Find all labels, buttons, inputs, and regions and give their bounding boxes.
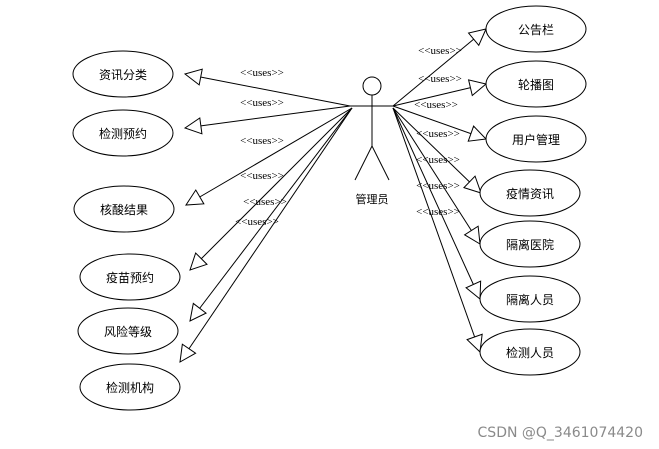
right-association-line bbox=[392, 28, 487, 107]
right-use-case-ellipse bbox=[479, 169, 581, 217]
left-use-case-label: 检测预约 bbox=[99, 126, 147, 141]
right-use-case: 隔离人员 bbox=[479, 275, 581, 323]
left-arrow-head bbox=[189, 302, 208, 322]
left-use-case-ellipse bbox=[79, 253, 181, 301]
right-use-case-ellipse bbox=[479, 328, 581, 376]
right-use-case-label: 疫情资讯 bbox=[506, 186, 554, 201]
left-use-case-ellipse bbox=[72, 109, 174, 157]
right-association-line bbox=[392, 107, 481, 245]
left-use-case-label: 检测机构 bbox=[106, 380, 154, 395]
right-association-line bbox=[392, 107, 482, 194]
right-arrow-head bbox=[467, 125, 488, 142]
left-use-case: 检测预约 bbox=[72, 109, 174, 157]
actor-leg-right bbox=[371, 145, 390, 181]
left-uses-label: <<uses>> bbox=[240, 67, 284, 79]
actor: 管理员 bbox=[350, 76, 395, 206]
left-use-case-ellipse bbox=[72, 50, 174, 98]
actor-label: 管理员 bbox=[356, 192, 389, 206]
left-use-case: 风险等级 bbox=[77, 307, 179, 355]
left-arrow-head bbox=[183, 68, 203, 86]
left-association-line bbox=[185, 107, 353, 206]
right-use-case-ellipse bbox=[479, 220, 581, 268]
right-uses-label: <<uses>> bbox=[416, 128, 460, 140]
right-uses-label: <<uses>> bbox=[418, 73, 462, 85]
left-arrow-head bbox=[179, 343, 197, 363]
left-use-case-ellipse bbox=[79, 363, 181, 411]
left-use-case-ellipse bbox=[73, 185, 175, 233]
associations: <<uses>> <<uses>> <<uses>> <<uses>> <<uses>>… bbox=[179, 28, 488, 363]
right-use-case-label: 用户管理 bbox=[512, 132, 560, 147]
right-use-case: 隔离医院 bbox=[479, 220, 581, 268]
left-use-case: 资讯分类 bbox=[72, 50, 174, 98]
right-use-case-ellipse bbox=[485, 60, 587, 108]
left-association-line bbox=[184, 73, 351, 107]
left-association-line bbox=[189, 107, 353, 322]
actor-head bbox=[362, 76, 382, 96]
right-use-case: 用户管理 bbox=[485, 115, 587, 163]
left-uses-label: <<uses>> bbox=[235, 216, 279, 228]
right-arrow-head bbox=[467, 79, 488, 97]
right-use-case-label: 隔离医院 bbox=[506, 237, 554, 252]
right-use-case: 轮播图 bbox=[485, 60, 587, 108]
left-association-line bbox=[179, 107, 353, 363]
right-use-case-ellipse bbox=[479, 275, 581, 323]
left-use-case-label: 核酸结果 bbox=[100, 202, 148, 217]
left-arrow-head bbox=[183, 117, 203, 135]
left-use-case-label: 风险等级 bbox=[104, 324, 152, 339]
right-uses-label: <<uses>> bbox=[414, 99, 458, 111]
right-association-line bbox=[392, 107, 481, 300]
right-arrow-head bbox=[463, 175, 482, 194]
right-use-case-label: 公告栏 bbox=[518, 22, 554, 37]
right-arrow-head bbox=[466, 333, 483, 354]
right-use-case-label: 检测人员 bbox=[506, 345, 554, 360]
left-use-case-ellipse bbox=[77, 307, 179, 355]
left-use-case: 核酸结果 bbox=[73, 185, 175, 233]
right-use-case: 检测人员 bbox=[479, 328, 581, 376]
watermark: CSDN @Q_3461074420 bbox=[478, 425, 643, 441]
left-uses-label: <<uses>> bbox=[243, 196, 287, 208]
right-uses-label: <<uses>> bbox=[418, 45, 462, 57]
right-uses-label: <<uses>> bbox=[416, 154, 460, 166]
left-association-line bbox=[184, 105, 351, 129]
right-uses-label: <<uses>> bbox=[416, 206, 460, 218]
right-association-line bbox=[392, 107, 481, 353]
right-use-case: 疫情资讯 bbox=[479, 169, 581, 217]
left-uses-label: <<uses>> bbox=[240, 170, 284, 182]
left-use-case: 检测机构 bbox=[79, 363, 181, 411]
right-use-case-label: 隔离人员 bbox=[506, 292, 554, 307]
right-use-case-ellipse bbox=[485, 5, 587, 53]
left-arrow-head bbox=[189, 252, 208, 271]
left-use-case-label: 疫苗预约 bbox=[106, 270, 154, 285]
left-uses-label: <<uses>> bbox=[240, 135, 284, 147]
right-arrow-head bbox=[467, 28, 487, 47]
right-use-case-ellipse bbox=[485, 115, 587, 163]
left-uses-label: <<uses>> bbox=[240, 97, 284, 109]
left-association-line bbox=[189, 107, 353, 271]
left-use-case: 疫苗预约 bbox=[79, 253, 181, 301]
right-uses-label: <<uses>> bbox=[416, 180, 460, 192]
right-arrow-head bbox=[463, 225, 481, 245]
right-use-case-label: 轮播图 bbox=[518, 78, 554, 92]
right-arrow-head bbox=[465, 280, 482, 301]
left-arrow-head bbox=[185, 189, 205, 206]
left-use-case-label: 资讯分类 bbox=[99, 68, 147, 82]
actor-leg-left bbox=[354, 145, 373, 181]
right-use-case: 公告栏 bbox=[485, 5, 587, 53]
